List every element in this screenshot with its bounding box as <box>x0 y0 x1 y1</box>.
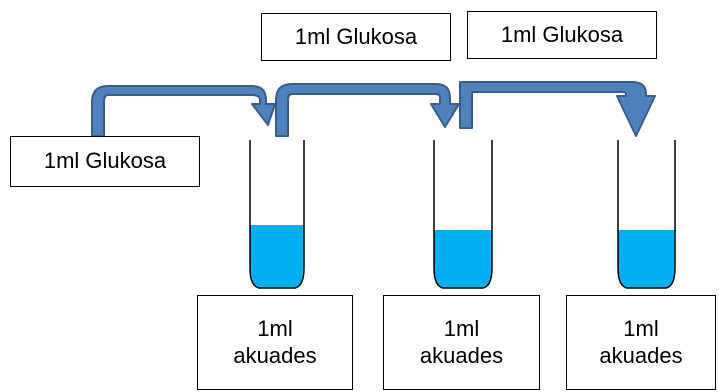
label-transfer-1-text: 1ml Glukosa <box>294 23 418 49</box>
label-tube-2-line1: 1ml <box>443 316 480 342</box>
label-tube-2-line2: akuades <box>419 342 504 368</box>
arrow-tube-2-to-tube-3 <box>459 81 656 137</box>
label-source-glucose: 1ml Glukosa <box>10 136 200 187</box>
arrow-tube-1-to-tube-2 <box>275 83 460 137</box>
label-tube-1-line1: 1ml <box>257 316 293 342</box>
liquid-1 <box>250 225 304 288</box>
liquid-2 <box>434 230 492 288</box>
test-tube-2 <box>433 140 493 289</box>
test-tube-3 <box>617 140 676 289</box>
label-tube-1-line2: akuades <box>233 342 317 368</box>
test-tube-1 <box>249 140 305 289</box>
label-transfer-1: 1ml Glukosa <box>261 13 451 61</box>
tube-outline-2 <box>433 140 493 289</box>
liquid-3 <box>618 230 675 288</box>
label-tube-1: 1ml akuades <box>197 295 353 390</box>
label-transfer-2: 1ml Glukosa <box>467 11 657 59</box>
arrow-source-to-tube-1 <box>91 85 276 137</box>
tube-outline-3 <box>617 140 676 289</box>
tube-outline-1 <box>249 140 305 289</box>
label-tube-3-line2: akuades <box>599 342 683 368</box>
label-tube-3-line1: 1ml <box>623 316 659 342</box>
label-tube-2: 1ml akuades <box>383 295 540 390</box>
label-source-text: 1ml Glukosa <box>43 148 167 174</box>
label-transfer-2-text: 1ml Glukosa <box>500 21 624 47</box>
label-tube-3: 1ml akuades <box>566 295 716 390</box>
